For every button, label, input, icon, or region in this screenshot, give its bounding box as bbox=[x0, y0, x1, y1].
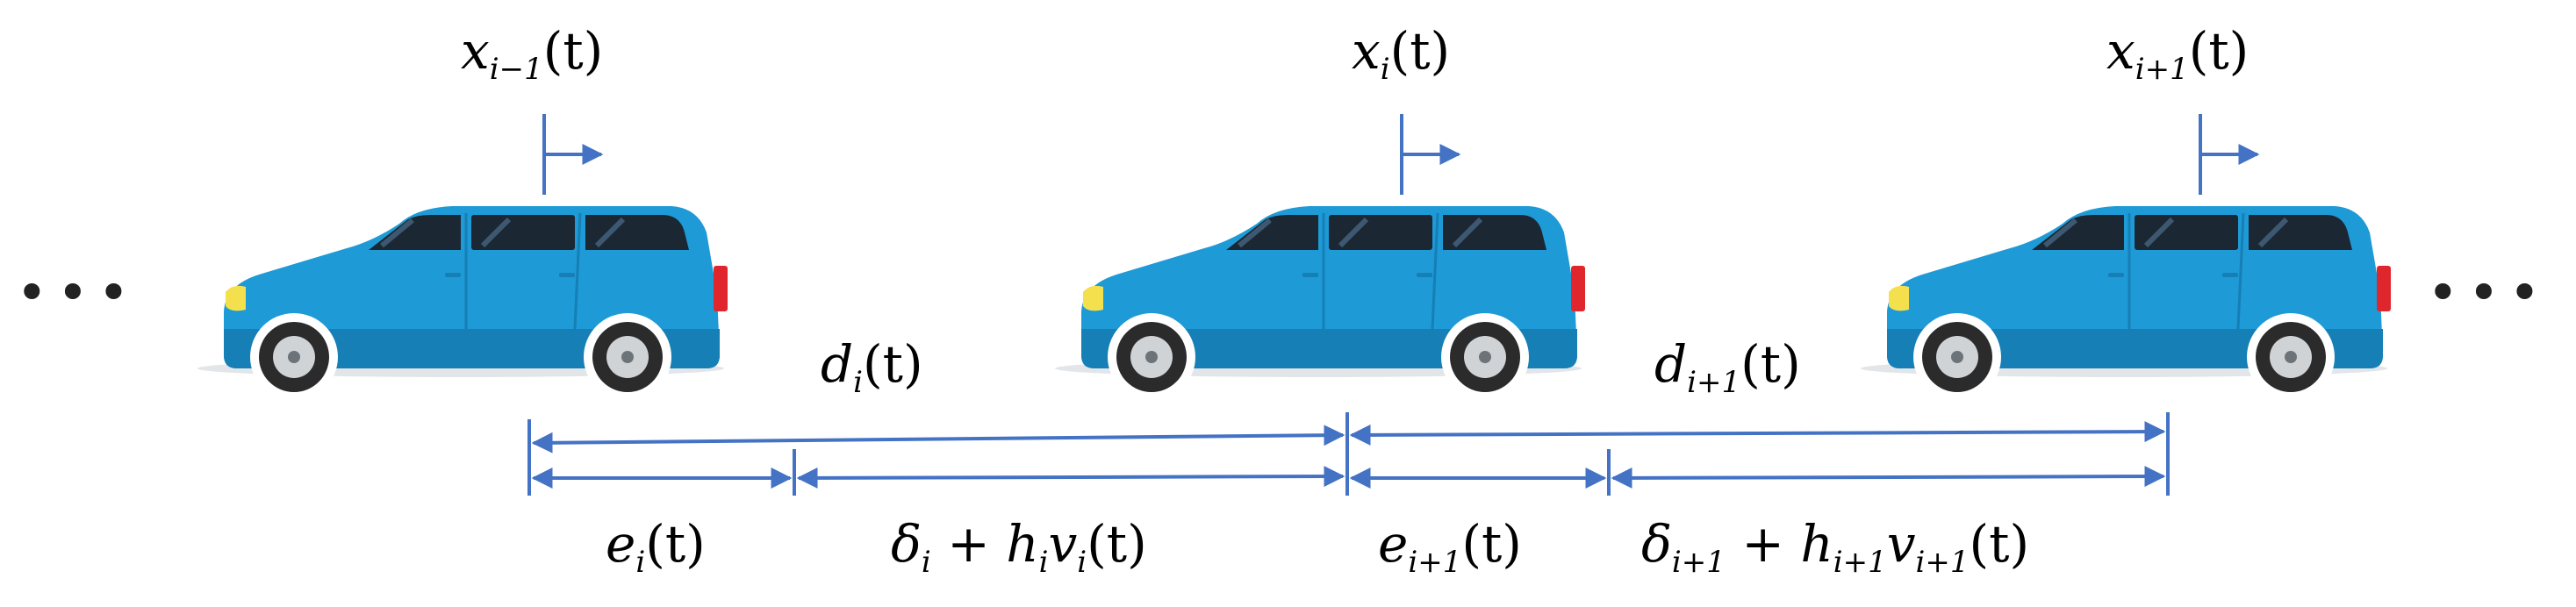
dimension-ticks bbox=[527, 412, 2170, 496]
position-marker-cur bbox=[1400, 114, 1461, 195]
ellipsis-right: ••• bbox=[2427, 261, 2550, 325]
position-marker-next bbox=[2199, 114, 2260, 195]
label-e-next: ei+1(t) bbox=[1378, 514, 1522, 580]
label-gap-next: δi+1 + hi+1vi+1(t) bbox=[1641, 514, 2029, 580]
vehicle-cur bbox=[1055, 206, 1585, 401]
gap-arrow-i bbox=[796, 466, 1345, 489]
ellipsis-left: ••• bbox=[16, 261, 139, 325]
distance-arrow-d-i bbox=[531, 425, 1345, 453]
label-d-i: di(t) bbox=[821, 334, 923, 400]
distance-arrow-d-next bbox=[1349, 421, 2166, 446]
vehicle-next bbox=[1861, 206, 2391, 401]
label-x-cur: xi(t) bbox=[1352, 21, 1450, 87]
label-x-prev: xi−1(t) bbox=[461, 21, 603, 87]
label-gap-i: δi + hivi(t) bbox=[891, 514, 1147, 580]
label-x-next: xi+1(t) bbox=[2106, 21, 2249, 87]
gap-arrow-next bbox=[1611, 466, 2166, 489]
label-e-i: ei(t) bbox=[606, 514, 706, 580]
vehicle-prev bbox=[197, 206, 728, 401]
position-marker-prev bbox=[542, 114, 604, 195]
label-d-next: di+1(t) bbox=[1654, 334, 1801, 400]
